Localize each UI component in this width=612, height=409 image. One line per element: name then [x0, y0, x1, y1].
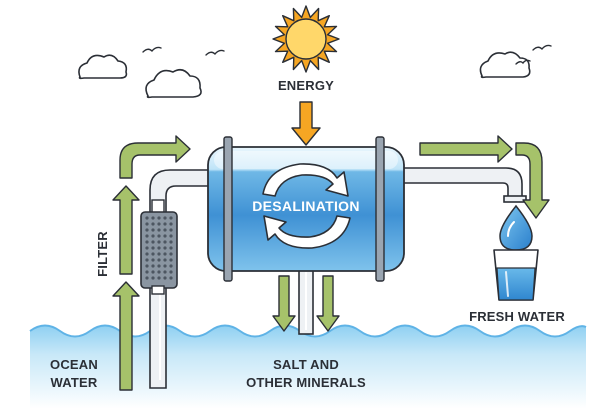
salt-label-line2: OTHER MINERALS — [246, 375, 366, 390]
filter-texture-dot — [157, 252, 161, 256]
flow-arrow-up-lower — [112, 281, 140, 391]
filter-texture-dot — [145, 228, 149, 232]
outlet-pipe — [397, 167, 527, 203]
drain-pipe — [298, 267, 314, 335]
filter-texture-dot — [157, 258, 161, 262]
filter-texture-dot — [151, 264, 155, 268]
desalination-label: DESALINATION — [252, 198, 360, 214]
filter-texture-dot — [145, 234, 149, 238]
energy-label: ENERGY — [277, 78, 335, 93]
filter-texture-dot — [169, 228, 173, 232]
salt-label-line1: SALT AND — [273, 357, 339, 372]
filter-texture-dot — [157, 228, 161, 232]
filter-texture-dot — [169, 222, 173, 226]
filter-texture-dot — [169, 264, 173, 268]
filter-cartridge-icon — [140, 199, 178, 295]
cloud-icon — [78, 54, 128, 80]
filter-texture-dot — [157, 234, 161, 238]
filter-texture-dot — [145, 258, 149, 262]
filter-texture-dot — [157, 276, 161, 280]
filter-texture-dot — [169, 240, 173, 244]
filter-texture-dot — [151, 216, 155, 220]
recycle-arrows-icon — [262, 163, 351, 249]
filter-texture-dot — [151, 234, 155, 238]
filter-texture-dot — [163, 264, 167, 268]
filter-texture-dot — [145, 264, 149, 268]
glass-icon — [493, 249, 539, 301]
filter-texture-dot — [169, 258, 173, 262]
filter-texture-dot — [145, 270, 149, 274]
filter-texture-dot — [169, 276, 173, 280]
flow-arrow-up-middle — [112, 185, 140, 275]
filter-texture-dot — [145, 240, 149, 244]
desalination-tank — [207, 136, 405, 282]
flow-arrow-salt-left — [272, 275, 296, 332]
filter-texture-dot — [151, 276, 155, 280]
filter-texture-dot — [163, 234, 167, 238]
filter-texture-dot — [163, 276, 167, 280]
filter-texture-dot — [169, 216, 173, 220]
water-drop-icon — [499, 204, 533, 251]
filter-texture-dot — [157, 264, 161, 268]
filter-texture-dot — [169, 246, 173, 250]
ocean-label-line1: OCEAN — [50, 357, 98, 372]
flow-arrow-curve-down — [515, 142, 550, 219]
filter-texture-dot — [169, 252, 173, 256]
filter-texture-dot — [151, 222, 155, 226]
cloud-icon — [145, 68, 202, 99]
filter-texture-dot — [163, 270, 167, 274]
filter-texture-dot — [145, 252, 149, 256]
filter-texture-dot — [163, 222, 167, 226]
flow-arrow-salt-right — [316, 275, 340, 332]
filter-texture-dot — [157, 246, 161, 250]
filter-texture-dot — [145, 246, 149, 250]
bird-icon — [142, 46, 162, 53]
filter-texture-dot — [151, 258, 155, 262]
filter-texture-dot — [157, 216, 161, 220]
filter-texture-dot — [157, 270, 161, 274]
filter-texture-dot — [151, 228, 155, 232]
filter-texture-dot — [163, 252, 167, 256]
bird-icon — [515, 59, 531, 65]
energy-arrow — [291, 101, 321, 146]
filter-label: FILTER — [95, 231, 110, 277]
filter-texture-dot — [157, 222, 161, 226]
filter-texture-dot — [151, 270, 155, 274]
cloud-icon — [479, 51, 531, 79]
filter-texture-dot — [163, 216, 167, 220]
ocean-label-line2: WATER — [50, 375, 98, 390]
flow-arrow-out — [419, 135, 513, 163]
filter-texture-dot — [163, 228, 167, 232]
sun-icon — [272, 5, 340, 73]
filter-texture-dot — [163, 246, 167, 250]
filter-texture-dot — [151, 240, 155, 244]
filter-texture-dot — [169, 270, 173, 274]
filter-texture-dot — [151, 252, 155, 256]
fresh-water-label: FRESH WATER — [469, 309, 565, 324]
bird-icon — [205, 49, 225, 56]
filter-texture-dot — [145, 222, 149, 226]
filter-texture-dot — [163, 258, 167, 262]
filter-texture-dot — [163, 240, 167, 244]
filter-texture-dot — [145, 216, 149, 220]
filter-texture-dot — [145, 276, 149, 280]
filter-texture-dot — [157, 240, 161, 244]
filter-texture-dot — [151, 246, 155, 250]
flow-arrow-curve-in — [119, 135, 191, 179]
bird-icon — [532, 44, 552, 51]
filter-texture-dot — [169, 234, 173, 238]
